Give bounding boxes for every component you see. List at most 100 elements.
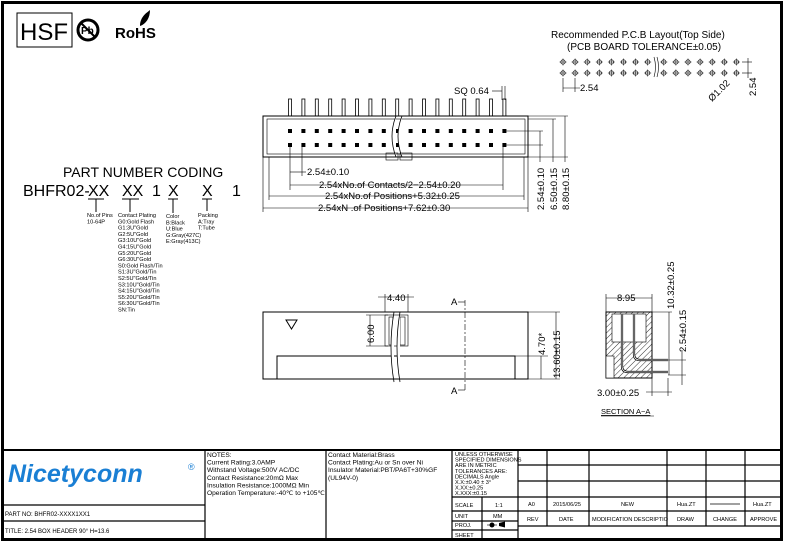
contact-dot [435,129,440,133]
plating-option: S3:10U"Gold/Tin [118,282,160,288]
rev-value: A0 [528,502,535,508]
description-value: NEW [621,502,635,508]
scale-value: 1:1 [495,503,503,509]
contact-dot [462,129,467,133]
contact-dot [489,129,493,133]
sq-dim: SQ 0.64 [454,86,489,97]
tolerance-line: TOLERANCES ARE: [455,469,508,475]
packing-option: A:Tray [198,219,214,225]
pitch-dim: 2.54±0.10 [307,167,349,178]
hsf-logo-box [16,12,73,48]
pin [288,98,292,117]
part-number-coding: PART NUMBER CODING BHFR02- XX XX 1 X X 1… [23,164,241,314]
contact-dot [341,129,346,133]
projection-label: PROJ. [455,523,472,529]
plating-option: S1:3U"Gold/Tin [118,270,156,276]
note-line: Operation Temperature:-40℃ to +105℃ [207,490,325,497]
date-value: 2015/06/25 [553,502,581,508]
header-change: CHANGE [713,517,737,523]
contact-dot [368,129,373,133]
contact-dot [408,129,413,133]
unit-label: UNIT [455,514,469,520]
pin [448,98,453,117]
plating-option: S4:15U"Gold/Tin [118,289,160,295]
contact-dot [328,143,333,147]
pin [381,98,386,117]
packing-option: T:Tube [198,226,215,232]
contact-dot [368,143,373,147]
contact-dot [462,143,467,147]
tolerance-line: ARE IN METRIC [455,463,497,469]
note-line: Insulation Resistance:1000MΩ Min [207,482,309,489]
contact-dot [475,143,480,147]
brand-logo: Nicetyconn [8,460,143,488]
plating-option: G1:3U"Gold [118,226,148,232]
coding-seg-last: 1 [232,183,241,200]
pin [422,98,426,117]
color-option: Color [166,214,180,220]
plating-option: G5:20U"Gold [118,251,151,257]
pin [355,98,359,117]
pb-logo: Pb [81,26,94,37]
contact-dot [502,143,507,147]
color-option: B:Black [166,220,185,226]
section-label: SECTION A−A [601,407,650,416]
header-date: DATE [559,517,574,523]
contact-dot [381,129,386,133]
contact-dot [408,143,413,147]
draw-value: Hua.ZT [677,502,696,508]
sheet-label: SHEET [455,533,474,539]
approve-value: Hua.ZT [753,502,772,508]
color-option: U:Blue [166,227,183,233]
unit-value: MM [493,514,503,520]
pin [408,98,413,117]
plating-option: S0:Gold Flash/Tin [118,263,163,269]
outer-height-dim: 8.80±0.15 [561,168,572,210]
tolerance-line: SPECIFIED DIMENSIONS [455,458,522,464]
pins-option: No.of Pins [87,213,113,219]
tolerance-line: UNLESS OTHERWISE [455,452,513,458]
note-line: Current Rating:3.0AMP [207,460,276,467]
pcb-row-dim: 2.54 [748,78,759,97]
material-line: Contact Material:Brass [328,452,395,459]
coding-prefix: BHFR02- [23,183,90,200]
contact-dot [395,143,400,147]
plating-option: G4:15U"Gold [118,245,151,251]
plating-option: SN:Tin [118,308,135,314]
tail-length-dim: 3.00±0.25 [597,388,639,399]
contact-dot [475,129,480,133]
section-row-pitch-dim: 2.54±0.15 [678,310,689,352]
plating-option: G0:Gold Flash [118,219,154,225]
pcb-subtitle: (PCB BOARD TOLERANCE±0.05) [567,42,721,53]
tolerance-line: X.XX:±0.25 [455,486,483,492]
top-view: SQ 0.64 2.54±0.10 2.54xNo.of Contacts/2−… [262,86,572,214]
contact-dot [395,129,400,133]
coding-seg-1: 1 [152,183,161,200]
scale-label: SCALE [455,503,474,509]
header-rev: REV [527,517,539,523]
note-line: NOTES: [207,452,232,459]
color-option: G:Gray(427C) [166,233,201,239]
contact-dot [355,143,359,147]
pin [341,98,346,117]
contact-dot [301,143,306,147]
section-pin-height-dim: 10.32±0.25 [666,262,677,309]
section-mark-top: A [451,297,458,308]
compliance-logos: HSF Pb RoHS [16,10,156,48]
plating-option: G6:30U"Gold [118,257,151,263]
plating-option: S6:30U"Gold/Tin [118,301,160,307]
coding-seg-color: X [168,183,179,200]
material-line: (UL94V-0) [328,475,358,482]
section-width-dim: 8.95 [617,293,636,304]
projection-symbol-icon [487,521,505,528]
pin [462,98,467,117]
pin1-triangle-icon [285,319,298,330]
pcb-title: Recommended P.C.B Layout(Top Side) [551,30,725,41]
pin [435,98,440,117]
hsf-logo: HSF [20,19,68,46]
tolerance-line: X.X:±0.40 ± 3° [455,480,491,486]
tolerance-line: X.XXX:±0.15 [455,491,487,497]
rohs-logo: RoHS [115,25,156,42]
coding-seg-plating: XX [122,183,144,200]
slot-height-dim: 6.00 [366,325,377,344]
